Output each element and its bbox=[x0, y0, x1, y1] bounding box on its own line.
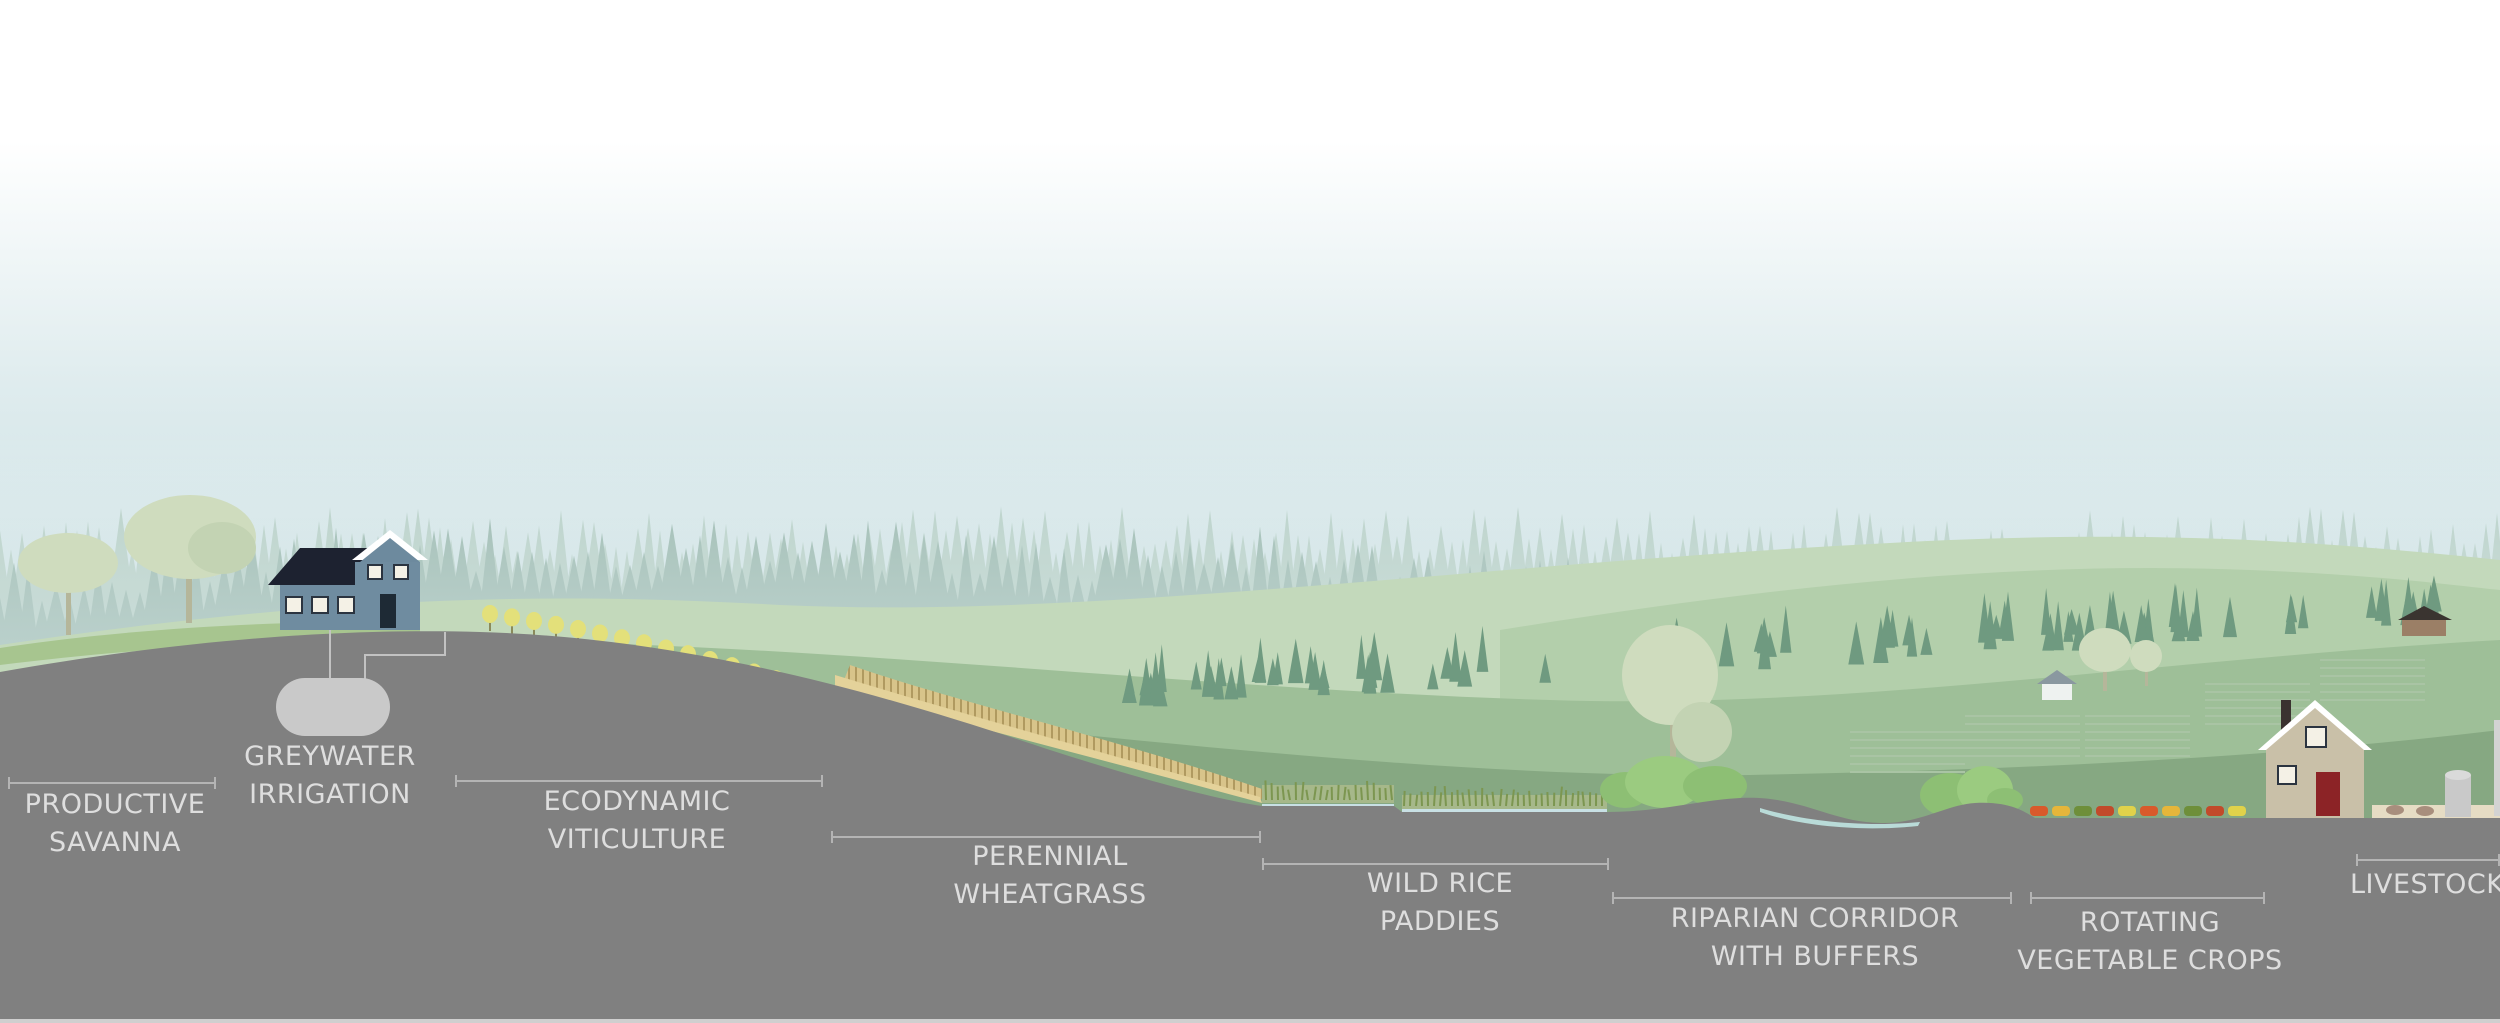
rule-wild-rice-paddies bbox=[1262, 858, 1609, 870]
rule-ecodynamic-viticulture bbox=[455, 775, 823, 787]
field-furrows-2 bbox=[1965, 712, 2080, 760]
wheatgrass-edge bbox=[835, 675, 1262, 803]
wheatgrass-field bbox=[840, 665, 1265, 800]
house-left bbox=[268, 530, 428, 630]
label-livestock: LIVESTOCK bbox=[2350, 869, 2500, 900]
rule-productive-savanna bbox=[8, 777, 216, 789]
greywater-tank bbox=[276, 630, 446, 736]
near-forest bbox=[1121, 575, 2442, 707]
rice-stems bbox=[1264, 780, 1603, 807]
rule-rotating-vegetable-crops bbox=[2030, 892, 2265, 904]
distant-house-right bbox=[2398, 606, 2452, 636]
field-furrows-4 bbox=[2205, 678, 2310, 726]
riparian-stream bbox=[1760, 808, 1920, 829]
savanna-trees bbox=[18, 495, 256, 635]
riparian-vegetation bbox=[1600, 625, 2023, 817]
livestock-area bbox=[2372, 720, 2500, 818]
field-furrows-5 bbox=[2320, 658, 2425, 706]
field-furrows-3 bbox=[2085, 712, 2190, 760]
field-furrows-1 bbox=[1850, 725, 1965, 773]
farmhouse-right bbox=[2258, 700, 2372, 818]
bottom-edge bbox=[0, 1019, 2500, 1023]
soil-cross-section bbox=[0, 631, 2500, 1023]
rule-riparian-corridor bbox=[1612, 892, 2012, 904]
hill-trees-small bbox=[2079, 628, 2162, 691]
distant-house-hill bbox=[2037, 670, 2077, 700]
rule-livestock bbox=[2356, 854, 2500, 866]
vegetable-crop-rows bbox=[2030, 806, 2246, 816]
rule-perennial-wheatgrass bbox=[831, 831, 1261, 843]
